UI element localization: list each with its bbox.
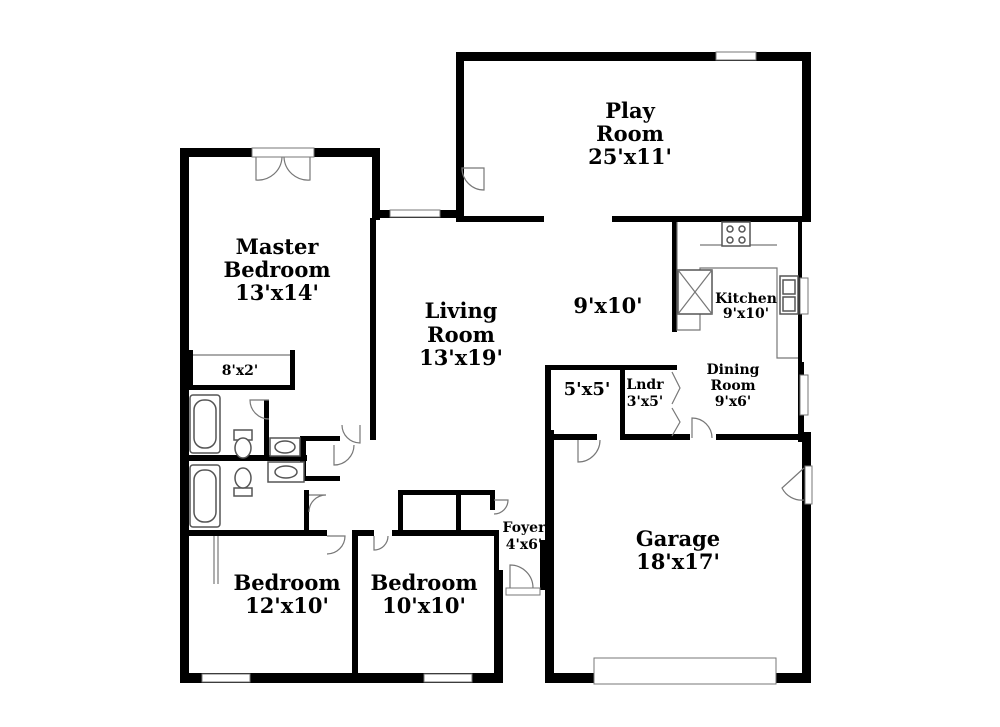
- bedroom-2-dims: 12'x10': [245, 593, 329, 618]
- kitchen-name: Kitchen: [715, 291, 777, 307]
- foyer-name: Foyer: [503, 520, 547, 536]
- master-closet-dims: 8'x2': [222, 363, 258, 379]
- dining-room-dims: 9'x6': [715, 394, 751, 410]
- master-bedroom-name-line2: Bedroom: [223, 257, 330, 282]
- master-bedroom-dims: 13'x14': [235, 280, 319, 305]
- play-room-name-line1: Play: [605, 98, 655, 123]
- play-room-dims: 25'x11': [588, 144, 672, 169]
- storage-dims: 5'x5': [564, 379, 611, 400]
- dining-room-name-line1: Dining: [707, 362, 760, 378]
- laundry-dims: 3'x5': [627, 394, 663, 410]
- laundry-name: Lndr: [626, 377, 664, 393]
- bedroom-3-dims: 10'x10': [382, 593, 466, 618]
- garage-dims: 18'x17': [636, 549, 720, 574]
- living-room-name-line1: Living: [425, 298, 498, 323]
- play-room-name-line2: Room: [596, 121, 664, 146]
- master-bedroom-name-line1: Master: [236, 234, 320, 259]
- fixtures: [189, 221, 799, 584]
- bedroom-2-name: Bedroom: [233, 570, 340, 595]
- windows: [201, 51, 813, 685]
- kitchen-dims: 9'x10': [723, 306, 769, 322]
- foyer-dims: 4'x6': [506, 537, 542, 553]
- living-room-dims: 13'x19': [419, 345, 503, 370]
- center-area-dims: 9'x10': [573, 293, 642, 318]
- bedroom-3-name: Bedroom: [370, 570, 477, 595]
- room-labels: Play Room 25'x11' Master Bedroom 13'x14'…: [222, 98, 777, 618]
- living-room-name-line2: Room: [427, 322, 495, 347]
- interior-walls: [187, 218, 804, 678]
- dining-room-name-line2: Room: [710, 378, 755, 394]
- garage-name: Garage: [636, 526, 720, 551]
- doors: [249, 147, 805, 596]
